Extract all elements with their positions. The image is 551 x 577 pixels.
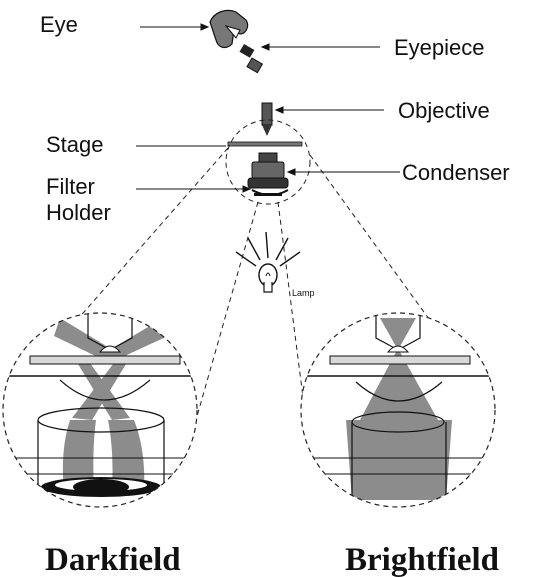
- label-eyepiece: Eyepiece: [394, 35, 485, 60]
- eye-icon: [210, 10, 248, 47]
- label-eye: Eye: [40, 12, 78, 37]
- eyepiece-icon: [240, 44, 263, 73]
- condenser-icon: [248, 153, 288, 188]
- label-objective: Objective: [398, 98, 490, 123]
- caption-darkfield: Darkfield: [45, 542, 181, 577]
- darkfield-view: [0, 304, 200, 507]
- lamp-rays: [236, 232, 300, 266]
- label-stage: Stage: [46, 132, 104, 157]
- brightfield-view: [300, 304, 500, 507]
- label-condenser: Condenser: [402, 160, 510, 185]
- filter-holder-icon: [252, 190, 288, 196]
- label-holder: Holder: [46, 200, 111, 225]
- lamp-icon: [259, 264, 277, 292]
- label-lamp: Lamp: [292, 288, 315, 298]
- caption-brightfield: Brightfield: [345, 542, 499, 577]
- stage-slide: [228, 142, 302, 146]
- objective-icon: [262, 103, 272, 136]
- label-filter: Filter: [46, 174, 95, 199]
